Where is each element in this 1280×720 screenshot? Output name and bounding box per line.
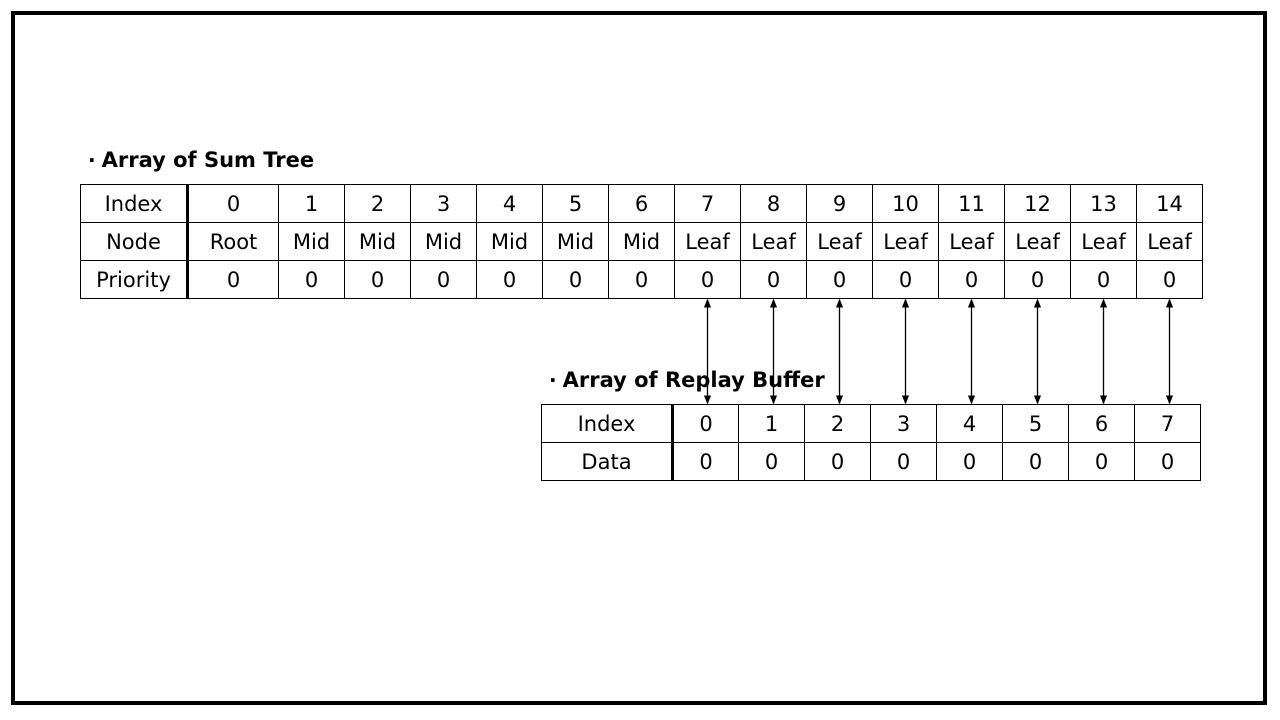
sum-tree-cell: Root <box>187 222 279 261</box>
sum-tree-cell: 1 <box>278 184 345 223</box>
replay-buffer-row-header: Data <box>541 442 674 481</box>
replay-buffer-cell: 0 <box>870 442 937 481</box>
replay-buffer-cell: 0 <box>672 404 739 443</box>
sum-tree-cell: 11 <box>938 184 1005 223</box>
sum-tree-cell: 0 <box>938 260 1005 299</box>
sum-tree-cell: 0 <box>542 260 609 299</box>
replay-buffer-title: Array of Replay Buffer <box>562 368 825 392</box>
replay-buffer-heading: · Array of Replay Buffer <box>549 368 825 392</box>
replay-buffer-cell: 6 <box>1068 404 1135 443</box>
sum-tree-cell: Leaf <box>806 222 873 261</box>
slide-frame <box>11 11 1267 705</box>
sum-tree-cell: 0 <box>806 260 873 299</box>
sum-tree-cell: Leaf <box>1136 222 1203 261</box>
sum-tree-title: Array of Sum Tree <box>101 148 315 172</box>
sum-tree-cell: 6 <box>608 184 675 223</box>
sum-tree-cell: 0 <box>1004 260 1071 299</box>
replay-buffer-cell: 0 <box>672 442 739 481</box>
sum-tree-cell: 0 <box>476 260 543 299</box>
replay-buffer-row-header: Index <box>541 404 674 443</box>
sum-tree-cell: 8 <box>740 184 807 223</box>
bullet-icon: · <box>88 148 96 172</box>
replay-buffer-cell: 0 <box>738 442 805 481</box>
sum-tree-cell: 0 <box>410 260 477 299</box>
sum-tree-cell: 7 <box>674 184 741 223</box>
sum-tree-cell: 0 <box>872 260 939 299</box>
replay-buffer-cell: 2 <box>804 404 871 443</box>
sum-tree-cell: 0 <box>1070 260 1137 299</box>
bullet-icon: · <box>549 368 557 392</box>
replay-buffer-cell: 5 <box>1002 404 1069 443</box>
sum-tree-cell: Leaf <box>1070 222 1137 261</box>
sum-tree-row-header: Priority <box>80 260 189 299</box>
sum-tree-cell: 5 <box>542 184 609 223</box>
sum-tree-cell: 0 <box>674 260 741 299</box>
sum-tree-cell: Mid <box>608 222 675 261</box>
sum-tree-cell: 0 <box>740 260 807 299</box>
sum-tree-cell: 9 <box>806 184 873 223</box>
sum-tree-cell: 14 <box>1136 184 1203 223</box>
replay-buffer-cell: 7 <box>1134 404 1201 443</box>
sum-tree-cell: 0 <box>187 260 279 299</box>
replay-buffer-cell: 0 <box>1068 442 1135 481</box>
sum-tree-cell: 0 <box>1136 260 1203 299</box>
sum-tree-cell: 0 <box>278 260 345 299</box>
sum-tree-heading: · Array of Sum Tree <box>88 148 314 172</box>
replay-buffer-cell: 0 <box>804 442 871 481</box>
sum-tree-cell: Mid <box>278 222 345 261</box>
sum-tree-cell: 4 <box>476 184 543 223</box>
replay-buffer-cell: 0 <box>1002 442 1069 481</box>
replay-buffer-cell: 0 <box>1134 442 1201 481</box>
replay-buffer-cell: 1 <box>738 404 805 443</box>
